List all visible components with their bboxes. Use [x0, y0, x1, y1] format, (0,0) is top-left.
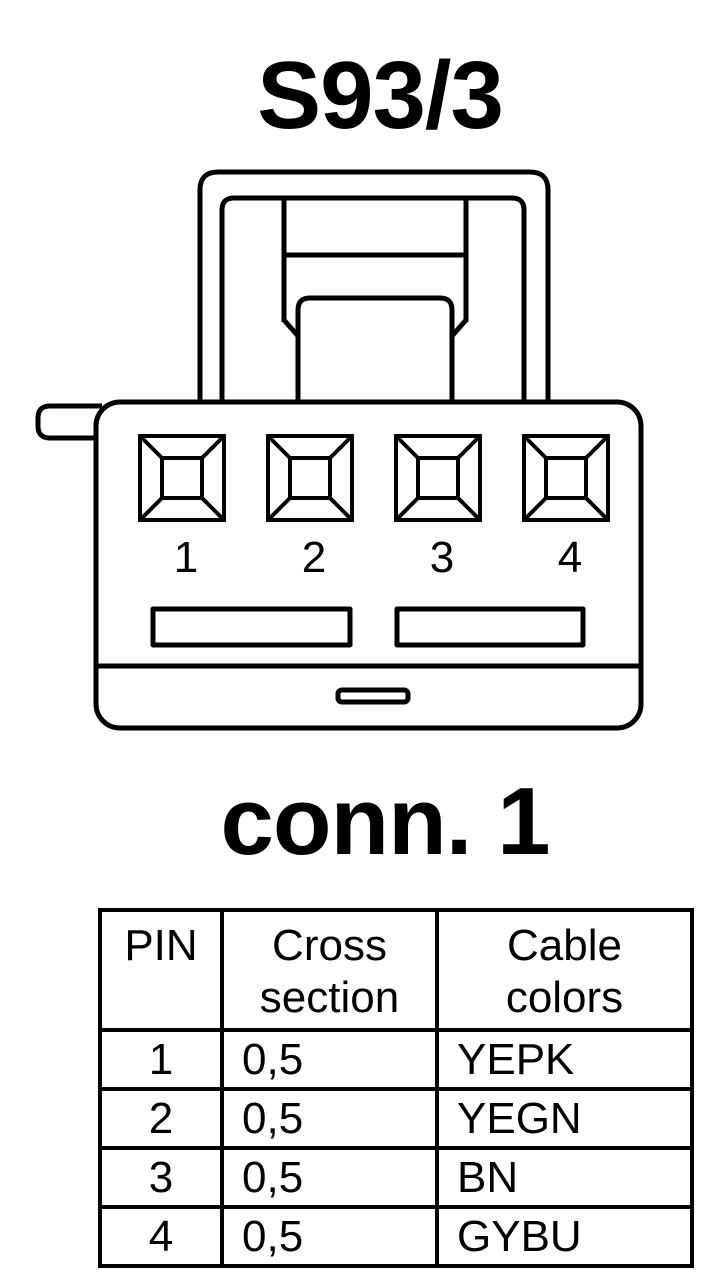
header-cross-section-line1: Cross [272, 921, 387, 970]
header-cross-section-line2: section [259, 973, 400, 1022]
header-pin-text: PIN [124, 921, 198, 970]
cell-cable-color: YEPK [435, 1028, 694, 1091]
key-slot-left [150, 606, 353, 648]
cell-cable-color: BN [435, 1146, 694, 1209]
cell-cross-section: 0,5 [220, 1087, 439, 1150]
pin-cavity-4 [522, 434, 610, 522]
pin-number-label: 2 [302, 533, 326, 582]
pin-number-label: 4 [558, 533, 582, 582]
cell-cable-color: GYBU [435, 1205, 694, 1268]
pin-number-label: 1 [174, 533, 198, 582]
header-cross-section: Cross section [220, 908, 439, 1032]
cell-cable-color: YEGN [435, 1087, 694, 1150]
cell-cross-section: 0,5 [220, 1205, 439, 1268]
key-slot-right [394, 606, 586, 648]
connector-title: S93/3 [257, 42, 504, 149]
table-row: 3 0,5 BN [98, 1146, 694, 1209]
header-pin: PIN [98, 908, 224, 1032]
table-row: 1 0,5 YEPK [98, 1028, 694, 1091]
side-tab [35, 403, 102, 441]
connector-drawing: 1 2 3 4 [35, 169, 644, 731]
bottom-slot [335, 687, 411, 705]
latch-tongue [282, 295, 468, 405]
header-cable-colors: Cable colors [435, 908, 694, 1032]
cell-pin: 4 [98, 1205, 224, 1268]
cell-pin: 2 [98, 1087, 224, 1150]
pin-cavity-2 [266, 434, 354, 522]
cell-pin: 1 [98, 1028, 224, 1091]
cell-pin: 3 [98, 1146, 224, 1209]
pin-table: PIN Cross section Cable colors 1 0,5 YEP… [98, 908, 694, 1268]
table-row: 2 0,5 YEGN [98, 1087, 694, 1150]
pin-cavity-1 [138, 434, 226, 522]
header-cable-colors-line2: colors [505, 973, 624, 1022]
connector-label: conn. 1 [220, 768, 550, 875]
pin-cavity-3 [394, 434, 482, 522]
cell-cross-section: 0,5 [220, 1028, 439, 1091]
table-header-row: PIN Cross section Cable colors [98, 908, 694, 1032]
pin-number-label: 3 [430, 533, 454, 582]
cell-cross-section: 0,5 [220, 1146, 439, 1209]
latch-frame-inner [219, 195, 527, 405]
header-cable-colors-line1: Cable [507, 921, 622, 970]
table-row: 4 0,5 GYBU [98, 1205, 694, 1268]
